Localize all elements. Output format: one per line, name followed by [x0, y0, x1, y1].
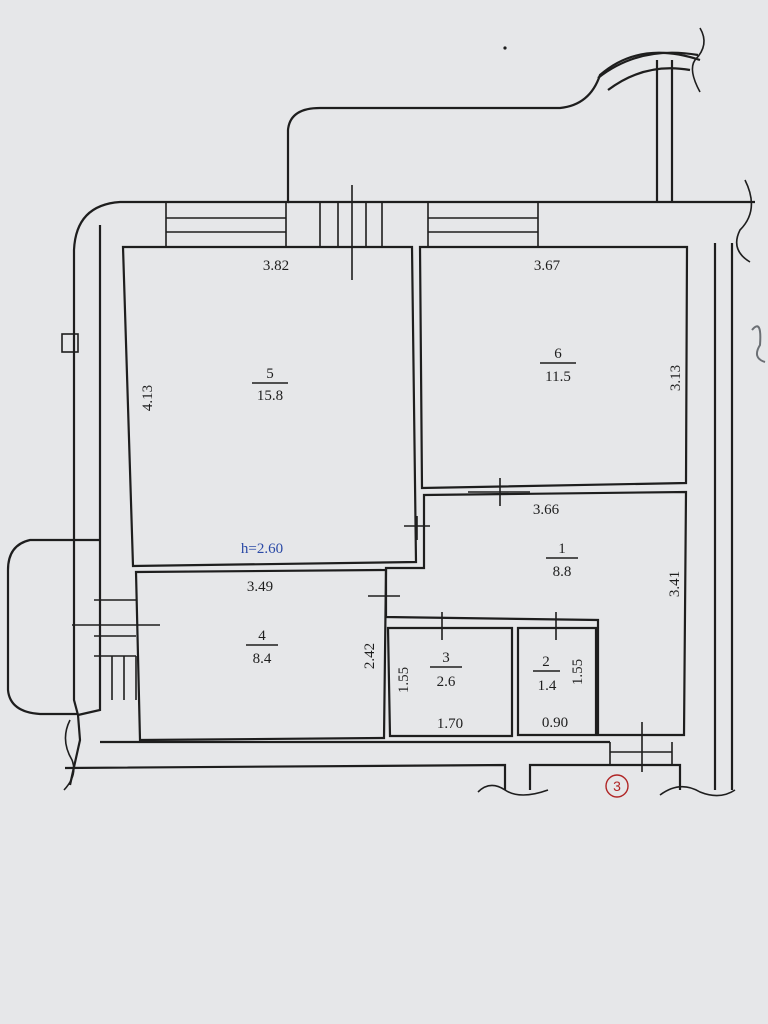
room-1-height: 3.41: [667, 571, 683, 597]
room-1-area: 8.8: [553, 564, 572, 580]
room-5-outline: [121, 245, 418, 568]
room-5-number: 5: [266, 366, 274, 382]
room-1-outline: [384, 490, 688, 737]
room-4-number: 4: [258, 628, 266, 644]
room-6-height: 3.13: [668, 365, 684, 391]
room-3-outline: [386, 626, 514, 738]
room-3: 1.55 3 2.6 1.70: [396, 650, 463, 732]
room-4-outline: [134, 568, 388, 742]
room-3-number: 3: [442, 650, 450, 666]
room-1: 3.66 3.41 1 8.8: [533, 502, 683, 597]
room-5: 3.82 4.13 5 15.8 h=2.60: [140, 258, 289, 557]
room-3-height: 1.55: [396, 667, 412, 693]
room-6-outline: [418, 245, 689, 490]
room-2-height: 1.55: [570, 659, 586, 685]
room-5-height: 4.13: [140, 385, 156, 411]
room-4-area: 8.4: [253, 651, 272, 667]
room-2-outline: [516, 626, 598, 737]
room-2-number: 2: [542, 654, 550, 670]
room-6: 3.67 3.13 6 11.5: [534, 258, 684, 391]
room-3-area: 2.6: [437, 674, 456, 690]
room-1-width: 3.66: [533, 502, 560, 518]
room-5-area: 15.8: [257, 388, 283, 404]
rooms: [121, 245, 689, 772]
windows: [165, 185, 539, 280]
room-2: 2 1.4 1.55 0.90: [533, 654, 586, 731]
room-2-width: 0.90: [542, 715, 568, 731]
apartment-marker: 3: [605, 774, 629, 798]
room-6-area: 11.5: [545, 369, 571, 385]
room-6-number: 6: [554, 346, 562, 362]
room-1-number: 1: [558, 541, 566, 557]
room-3-width: 1.70: [437, 716, 463, 732]
room-4-width: 3.49: [247, 579, 273, 595]
room-4-height: 2.42: [362, 643, 378, 669]
ceiling-height: h=2.60: [241, 541, 283, 557]
room-6-width: 3.67: [534, 258, 561, 274]
apartment-marker-number: 3: [613, 778, 621, 794]
room-2-area: 1.4: [538, 678, 557, 694]
room-5-width: 3.82: [263, 258, 289, 274]
balcony: [597, 27, 705, 202]
left-protrusion: [6, 333, 160, 716]
pen-marks: [503, 46, 766, 363]
room-4: 3.49 2.42 4 8.4: [246, 579, 378, 669]
